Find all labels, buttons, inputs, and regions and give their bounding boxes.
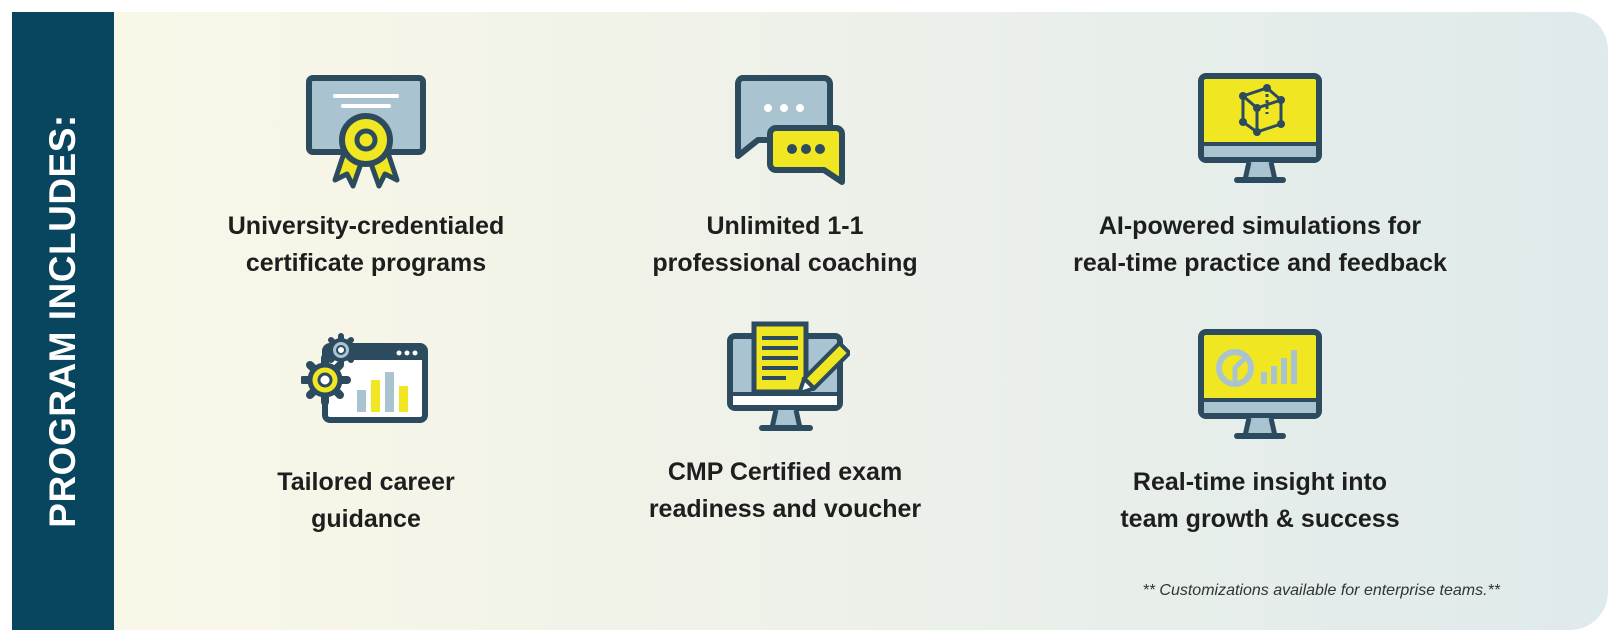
chat-bubbles-icon xyxy=(735,75,845,185)
feature-team-insight: Real-time insight into team growth & suc… xyxy=(1040,328,1480,538)
feature-label: Real-time insight into team growth & suc… xyxy=(1120,468,1400,533)
feature-coaching: Unlimited 1-1 professional coaching xyxy=(565,72,1005,282)
feature-label: University-credentialed certificate prog… xyxy=(227,212,505,277)
certificate-icon xyxy=(306,75,426,189)
footnote: ** Customizations available for enterpri… xyxy=(1142,582,1501,599)
feature-certificate: University-credentialed certificate prog… xyxy=(146,72,586,282)
feature-career-guidance: Tailored career guidance xyxy=(146,328,586,538)
feature-simulations: AI-powered simulations for real-time pra… xyxy=(1040,72,1480,282)
sidebar: PROGRAM INCLUDES: xyxy=(12,12,114,630)
feature-label: Tailored career guidance xyxy=(277,468,455,533)
monitor-cube-icon xyxy=(1198,73,1322,183)
gears-chart-icon xyxy=(301,333,428,423)
feature-label: AI-powered simulations for real-time pra… xyxy=(1073,212,1447,277)
monitor-document-pencil-icon xyxy=(727,321,850,431)
sidebar-title: PROGRAM INCLUDES: xyxy=(42,114,83,528)
feature-label: Unlimited 1-1 professional coaching xyxy=(652,212,918,277)
feature-label: CMP Certified exam readiness and voucher xyxy=(648,458,922,523)
monitor-dashboard-icon xyxy=(1198,329,1322,439)
feature-exam-readiness: CMP Certified exam readiness and voucher xyxy=(565,318,1005,528)
